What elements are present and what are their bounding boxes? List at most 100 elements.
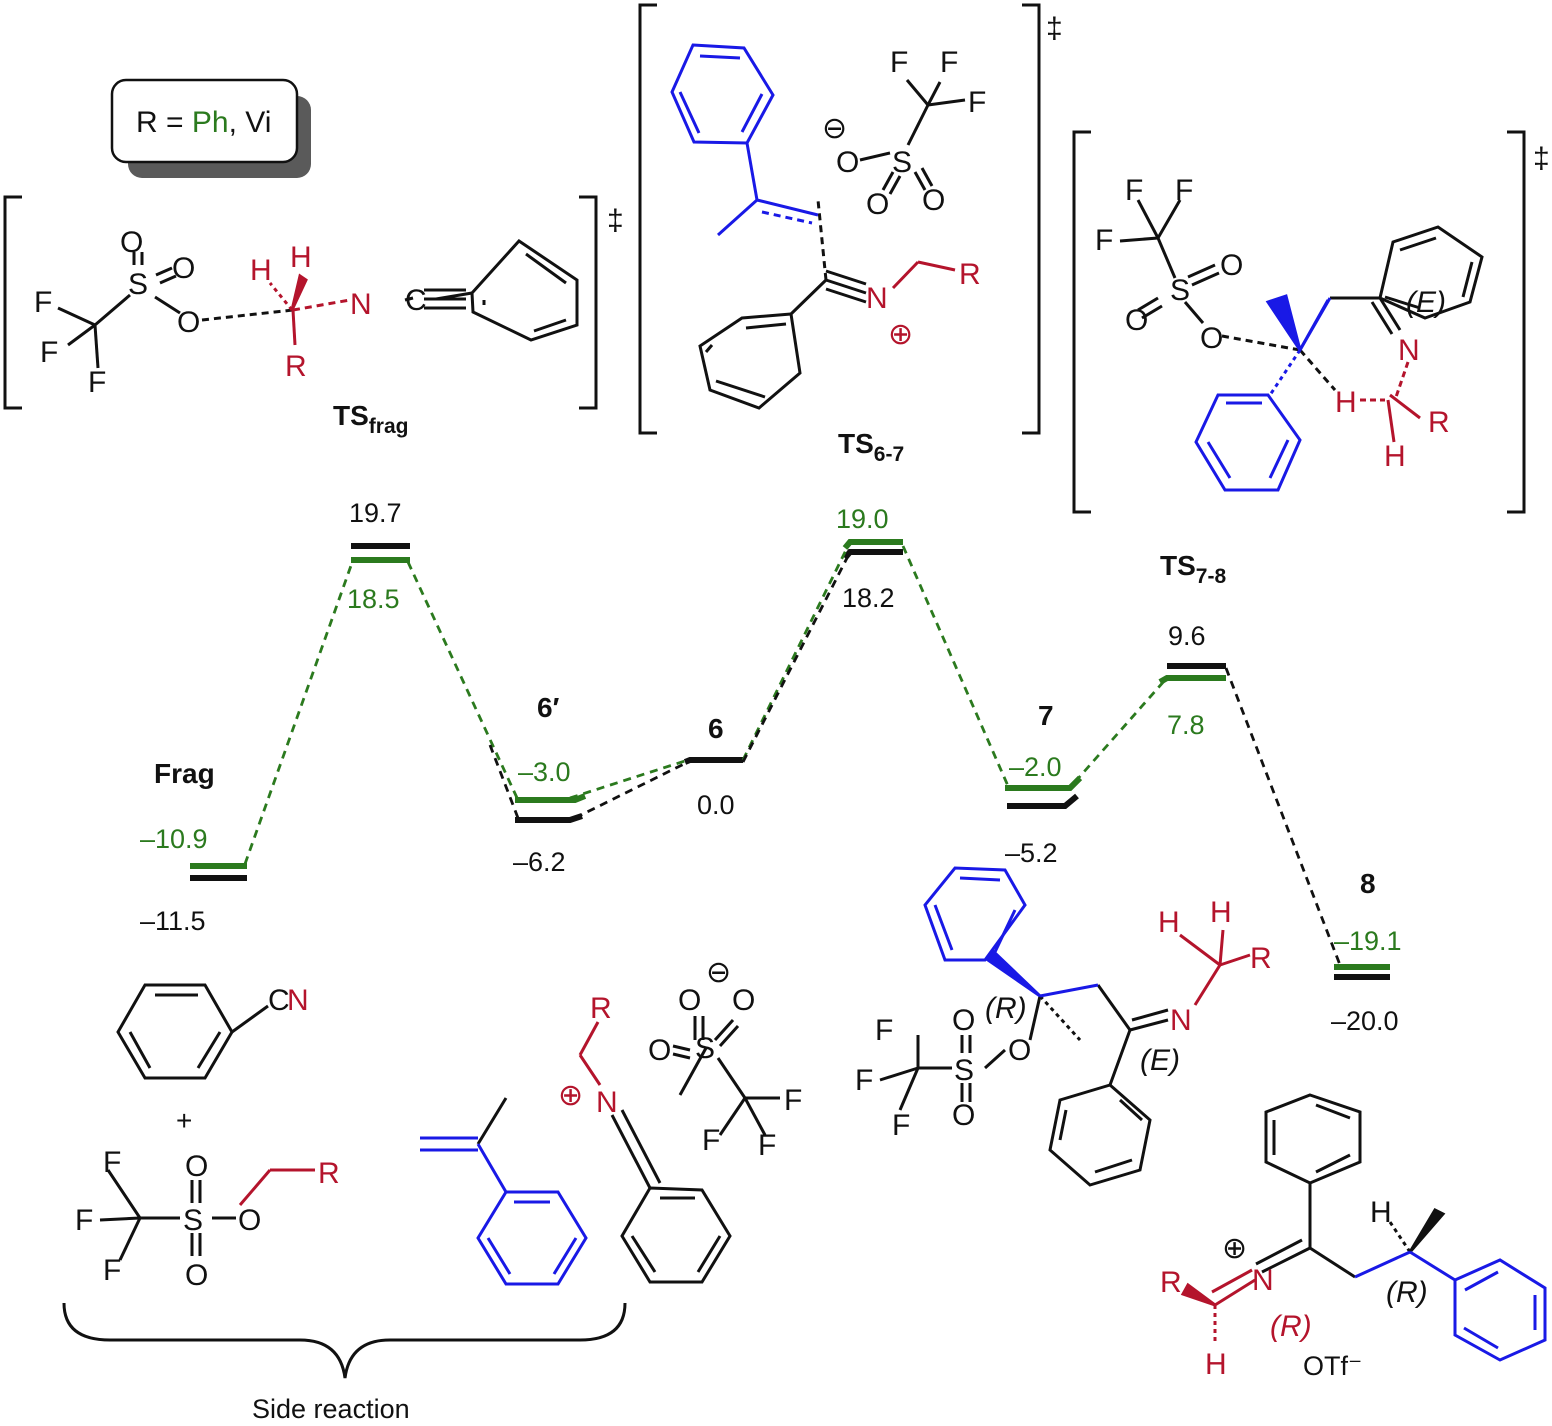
- ts78-atom-n: N: [1398, 334, 1420, 367]
- tsfrag-atom-o1: O: [120, 226, 143, 259]
- triflate-minus-charge: ⊖: [706, 956, 731, 989]
- energy-8-green: –19.1: [1334, 926, 1402, 956]
- ester-atom-f3: F: [103, 1254, 121, 1287]
- tsfrag-atom-h2: H: [290, 241, 312, 274]
- triflate-atom-f2: F: [702, 1124, 720, 1157]
- ts67-atom-r: R: [959, 258, 981, 291]
- ts78-bracket-left: [1072, 130, 1091, 514]
- triflate-atom-f1: F: [784, 1084, 802, 1117]
- benzonitrile-atom-n: N: [287, 984, 309, 1017]
- tsfrag-atom-s: S: [128, 268, 148, 301]
- product8-structure: [1255, 1093, 1446, 1279]
- ts67-structure: [638, 3, 1041, 435]
- int7-blue: [923, 866, 1099, 998]
- triflate-atom-s: S: [695, 1032, 715, 1065]
- int7-atom-n: N: [1170, 1004, 1192, 1037]
- connector-ts78-8: [1224, 667, 1342, 966]
- energy-8-black: –20.0: [1331, 1006, 1399, 1036]
- ts78-dagger: ‡: [1533, 142, 1550, 175]
- ester-atom-s: S: [183, 1204, 203, 1237]
- tsfrag-atom-n: N: [350, 288, 372, 321]
- ts78-atom-h2: H: [1384, 440, 1406, 473]
- int7-atom-f1: F: [875, 1014, 893, 1047]
- ts78-atom-o2: O: [1125, 304, 1148, 337]
- side-reaction-red: [238, 1021, 602, 1206]
- energy-ts67-green: 19.0: [836, 504, 889, 534]
- connector-6p-6-black: [574, 760, 689, 820]
- ts-frag-structure: [3, 195, 598, 410]
- energy-frag-black: –11.5: [140, 906, 206, 936]
- energy-7-black: –5.2: [1005, 838, 1058, 868]
- int7-atom-s: S: [954, 1054, 974, 1087]
- ester-atom-o1: O: [185, 1150, 208, 1183]
- ts78-atom-o3: O: [1200, 322, 1223, 355]
- ts67-atom-s: S: [892, 146, 912, 179]
- ts67-dagger: ‡: [1046, 12, 1063, 45]
- triflate-atom-o3: O: [648, 1034, 671, 1067]
- styrene-structure: [420, 1097, 588, 1286]
- energy-6p-green: –3.0: [518, 757, 571, 787]
- level-7-black: [1007, 793, 1079, 809]
- product8-stereo-r2: (R): [1386, 1276, 1428, 1309]
- energy-6p-black: –6.2: [513, 847, 566, 877]
- connector-6p-6-green: [569, 758, 689, 800]
- ts78-atom-h1: H: [1335, 386, 1357, 419]
- int7-atom-r: R: [1250, 942, 1272, 975]
- ester-atom-o3: O: [238, 1204, 261, 1237]
- tsfrag-atom-r: R: [285, 350, 307, 383]
- ester-atom-r: R: [318, 1157, 340, 1190]
- ts78-red-part: [1360, 361, 1421, 443]
- energy-ts78-black: 9.6: [1168, 621, 1206, 651]
- label-ts78: TS7-8: [1160, 550, 1226, 588]
- nitrilium-atom-n: N: [596, 1086, 618, 1119]
- level-6p-black: [515, 813, 583, 823]
- int7-atom-f3: F: [892, 1109, 910, 1142]
- ts78-atom-f1: F: [1125, 174, 1143, 207]
- energy-levels: [190, 539, 1390, 980]
- tsfrag-atom-f3: F: [88, 366, 106, 399]
- ts67-atom-n: N: [866, 282, 888, 315]
- ts67-atom-f2: F: [940, 46, 958, 79]
- ts78-atom-r: R: [1428, 406, 1450, 439]
- ts67-bracket-right: [1022, 3, 1041, 435]
- tsfrag-atom-o2: O: [172, 252, 195, 285]
- ts67-blue-part: [670, 43, 819, 237]
- connectors: [243, 545, 1342, 966]
- ts67-plus-charge: ⊕: [888, 318, 913, 351]
- label-6-prime: 6′: [537, 692, 560, 723]
- int7-atom-h1: H: [1158, 906, 1180, 939]
- ester-atom-f2: F: [75, 1204, 93, 1237]
- product8-atom-h2: H: [1370, 1196, 1392, 1229]
- product8-atom-r: R: [1160, 1266, 1182, 1299]
- ts67-atom-f1: F: [890, 46, 908, 79]
- int7-structure: [879, 984, 1169, 1187]
- tsfrag-atom-h1: H: [250, 254, 272, 287]
- energy-frag-green: –10.9: [140, 824, 208, 854]
- ester-atom-o2: O: [185, 1259, 208, 1292]
- tsfrag-atom-c: C: [405, 284, 427, 317]
- int7-atom-o1: O: [1008, 1034, 1031, 1067]
- product8-red: [1180, 1268, 1256, 1345]
- connector-tsfrag-6p: [406, 561, 520, 801]
- int7-atom-o3: O: [952, 1099, 975, 1132]
- product8-atom-h: H: [1205, 1348, 1227, 1381]
- ts67-atom-f3: F: [968, 86, 986, 119]
- label-frag: Frag: [154, 758, 215, 789]
- nitrilium-plus-charge: ⊕: [558, 1079, 583, 1112]
- int7-atom-o2: O: [952, 1004, 975, 1037]
- text-layer: O O S O F F F H H R N C ‡ TSfrag F F F ⊖…: [34, 12, 1550, 1424]
- connector-6p-black-left: [488, 744, 520, 819]
- energy-6-black: 0.0: [697, 790, 735, 820]
- label-ts67: TS6-7: [838, 428, 904, 466]
- triflate-atom-f3: F: [758, 1129, 776, 1162]
- ts78-atom-f3: F: [1095, 224, 1113, 257]
- level-ts78-green: [1158, 675, 1226, 685]
- level-ts67-black: [842, 549, 903, 560]
- ester-atom-f1: F: [103, 1146, 121, 1179]
- label-7: 7: [1038, 700, 1054, 731]
- int7-atom-f2: F: [855, 1064, 873, 1097]
- ts78-stereo-e: (E): [1406, 286, 1446, 319]
- triflate-atom-o1: O: [678, 984, 701, 1017]
- ts67-atom-o1: O: [836, 146, 859, 179]
- product8-blue: [1354, 1250, 1547, 1362]
